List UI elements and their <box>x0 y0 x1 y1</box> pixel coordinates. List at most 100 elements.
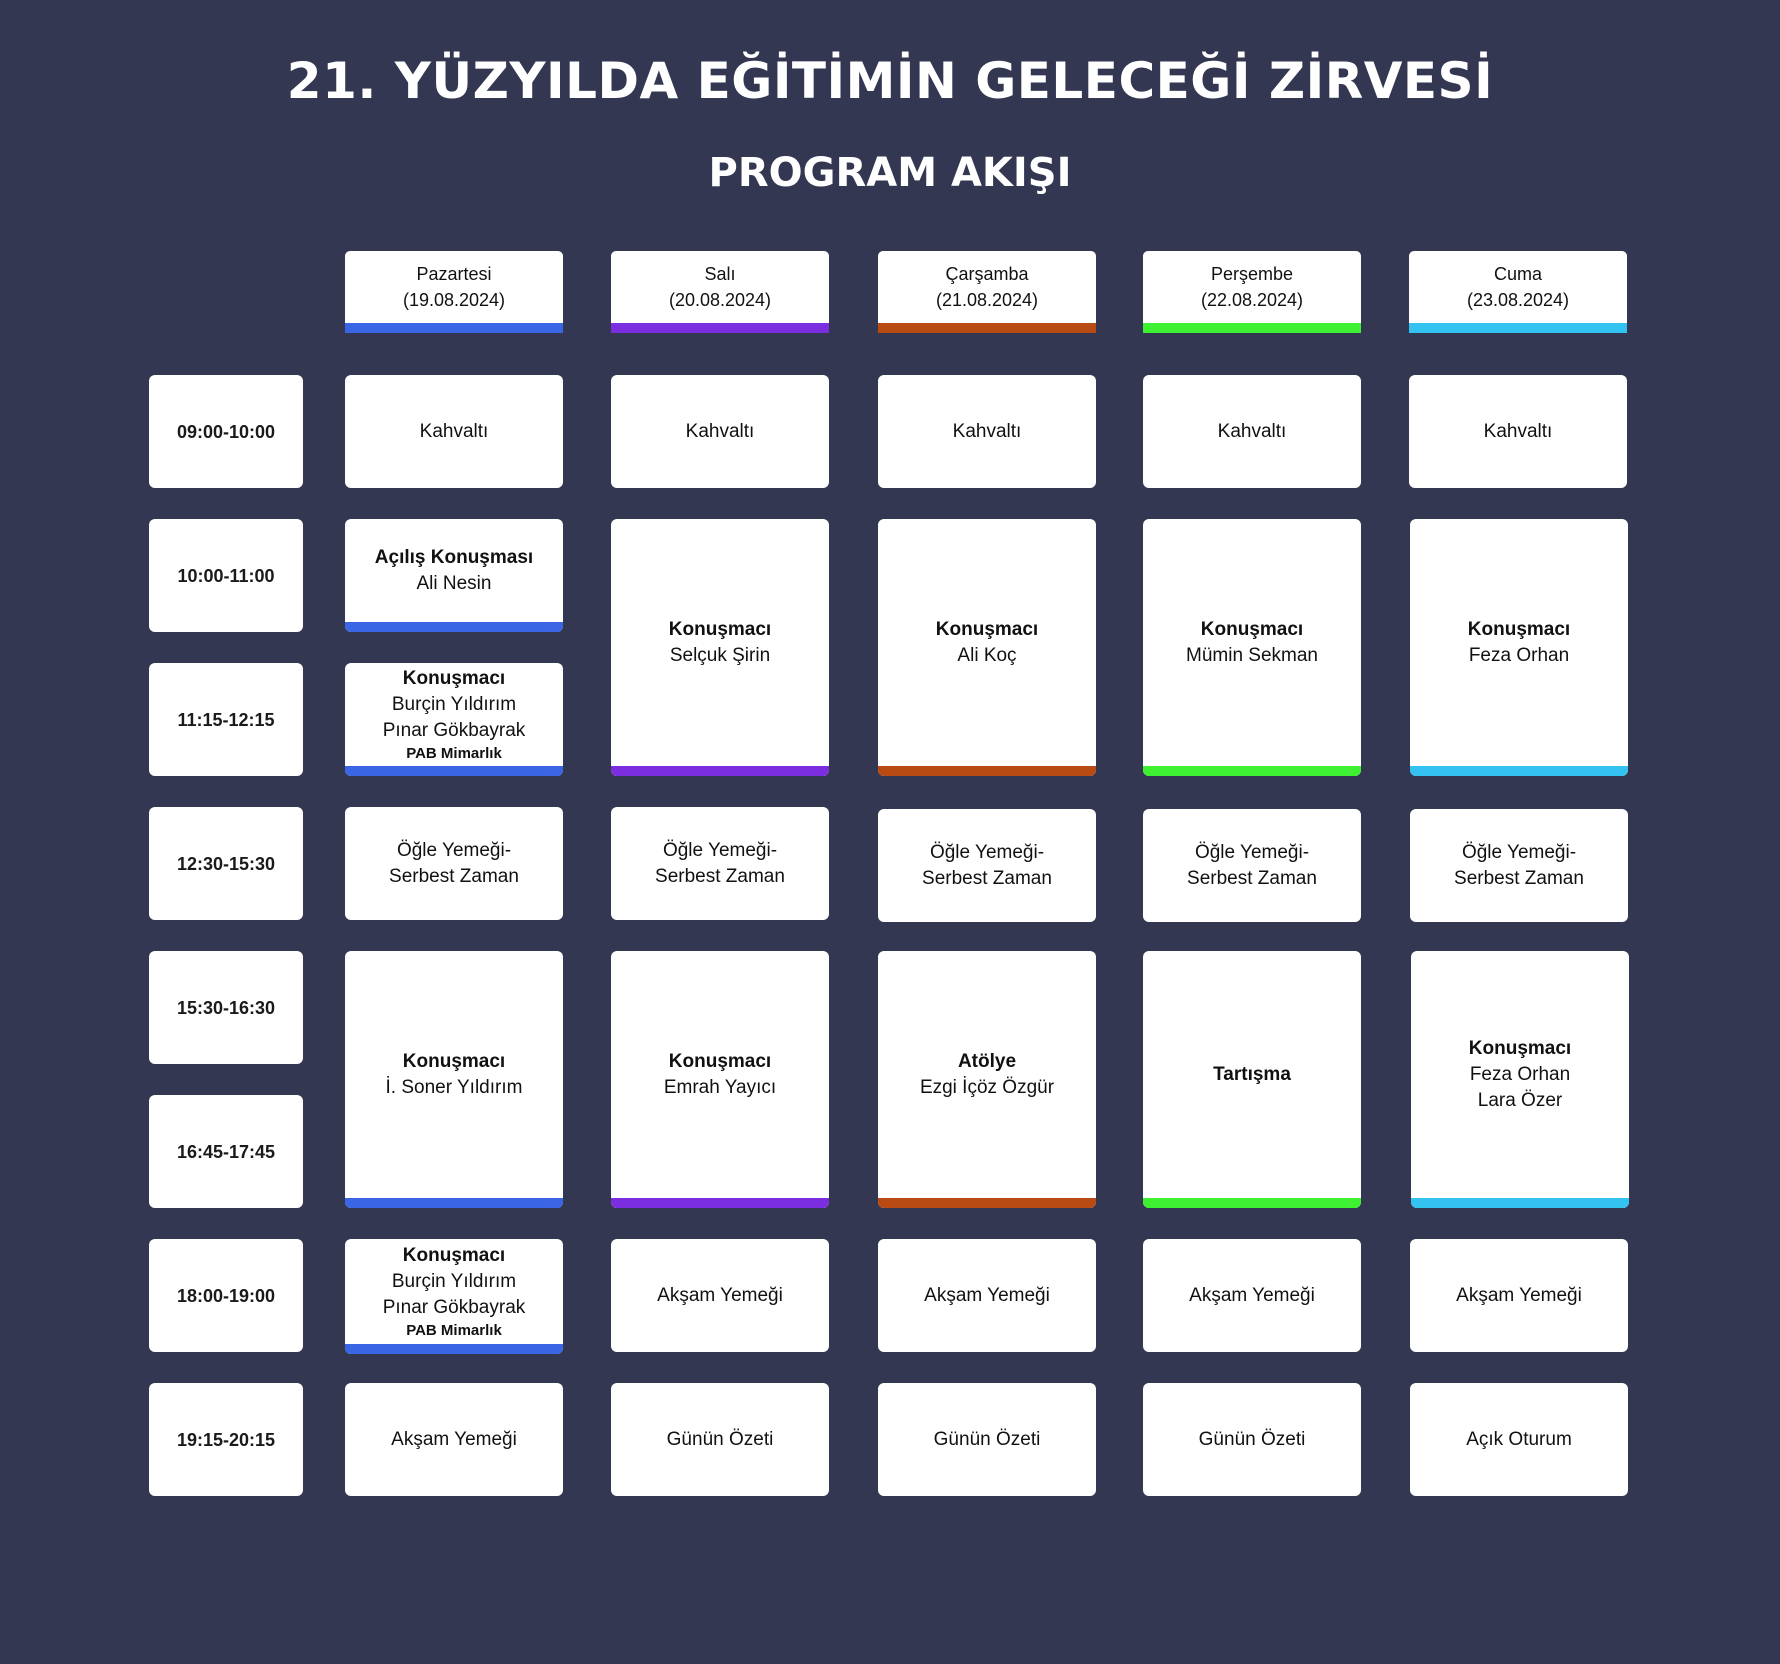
accent-bar <box>1411 1198 1629 1208</box>
event-title: Serbest Zaman <box>922 867 1052 889</box>
event-title: Konuşmacı <box>1200 618 1304 640</box>
time-slot: 09:00-10:00 <box>149 375 303 488</box>
day-date: (19.08.2024) <box>402 290 506 310</box>
event-card: Akşam Yemeği <box>611 1239 829 1352</box>
accent-bar <box>345 1198 563 1208</box>
event-speaker: Pınar Gökbayrak <box>382 1296 526 1318</box>
event-card: Günün Özeti <box>611 1383 829 1496</box>
accent-bar <box>345 323 563 333</box>
event-card: Konuşmacı Mümin Sekman <box>1143 519 1361 776</box>
accent-bar <box>1143 766 1361 776</box>
time-slot: 19:15-20:15 <box>149 1383 303 1496</box>
event-speaker: Lara Özer <box>1477 1089 1563 1111</box>
event-speaker: Ali Nesin <box>416 572 492 594</box>
event-title: Günün Özeti <box>666 1428 774 1450</box>
event-card: Konuşmacı Selçuk Şirin <box>611 519 829 776</box>
day-date: (22.08.2024) <box>1200 290 1304 310</box>
day-header-wednesday: Çarşamba (21.08.2024) <box>878 251 1096 333</box>
event-card: Kahvaltı <box>611 375 829 488</box>
event-card: Konuşmacı Emrah Yayıcı <box>611 951 829 1208</box>
event-title: Konuşmacı <box>402 1244 506 1266</box>
event-title: Serbest Zaman <box>655 865 785 887</box>
event-card: Öğle Yemeği- Serbest Zaman <box>611 807 829 920</box>
event-card: Akşam Yemeği <box>345 1383 563 1496</box>
event-card: Günün Özeti <box>1143 1383 1361 1496</box>
event-card: Akşam Yemeği <box>1410 1239 1628 1352</box>
event-title: Öğle Yemeği- <box>662 839 778 861</box>
page-title: 21. YÜZYILDA EĞİTİMİN GELECEĞİ ZİRVESİ <box>286 52 1494 110</box>
event-speaker: Ali Koç <box>957 644 1017 666</box>
accent-bar <box>1409 323 1627 333</box>
event-speaker: İ. Soner Yıldırım <box>385 1076 523 1098</box>
day-name: Pazartesi <box>416 264 492 284</box>
time-slot: 18:00-19:00 <box>149 1239 303 1352</box>
event-speaker: Feza Orhan <box>1468 644 1570 666</box>
day-header-friday: Cuma (23.08.2024) <box>1409 251 1627 333</box>
event-speaker: Selçuk Şirin <box>669 644 771 666</box>
accent-bar <box>878 1198 1096 1208</box>
event-title: Konuşmacı <box>1467 618 1571 640</box>
event-title: Akşam Yemeği <box>657 1284 783 1306</box>
event-title: Açılış Konuşması <box>374 546 534 568</box>
event-title: Konuşmacı <box>668 1050 772 1072</box>
event-title: Öğle Yemeği- <box>1461 841 1577 863</box>
accent-bar <box>1143 1198 1361 1208</box>
day-header-monday: Pazartesi (19.08.2024) <box>345 251 563 333</box>
event-card: Konuşmacı Ali Koç <box>878 519 1096 776</box>
event-organization: PAB Mimarlık <box>406 744 502 762</box>
event-title: Akşam Yemeği <box>1456 1284 1582 1306</box>
accent-bar <box>611 1198 829 1208</box>
event-title: Kahvaltı <box>1217 420 1287 442</box>
accent-bar <box>878 323 1096 333</box>
event-title: Konuşmacı <box>402 667 506 689</box>
event-title: Atölye <box>957 1050 1017 1072</box>
accent-bar <box>345 766 563 776</box>
accent-bar <box>345 1344 563 1354</box>
event-title: Akşam Yemeği <box>924 1284 1050 1306</box>
event-title: Konuşmacı <box>935 618 1039 640</box>
page-subtitle: PROGRAM AKIŞI <box>708 150 1072 196</box>
time-slot: 15:30-16:30 <box>149 951 303 1064</box>
event-title: Akşam Yemeği <box>391 1428 517 1450</box>
event-title: Akşam Yemeği <box>1189 1284 1315 1306</box>
event-speaker: Emrah Yayıcı <box>663 1076 777 1098</box>
accent-bar <box>345 622 563 632</box>
event-card: Konuşmacı Burçin Yıldırım Pınar Gökbayra… <box>345 1239 563 1354</box>
event-card: Öğle Yemeği- Serbest Zaman <box>1410 809 1628 922</box>
accent-bar <box>611 766 829 776</box>
event-speaker: Burçin Yıldırım <box>391 693 517 715</box>
event-speaker: Pınar Gökbayrak <box>382 719 526 741</box>
time-slot: 11:15-12:15 <box>149 663 303 776</box>
time-slot: 16:45-17:45 <box>149 1095 303 1208</box>
event-card: Tartışma <box>1143 951 1361 1208</box>
accent-bar <box>878 766 1096 776</box>
event-title: Serbest Zaman <box>1454 867 1584 889</box>
event-card: Öğle Yemeği- Serbest Zaman <box>345 807 563 920</box>
event-speaker: Mümin Sekman <box>1186 644 1318 666</box>
event-title: Öğle Yemeği- <box>1194 841 1310 863</box>
event-title: Günün Özeti <box>933 1428 1041 1450</box>
event-title: Konuşmacı <box>668 618 772 640</box>
event-title: Serbest Zaman <box>389 865 519 887</box>
event-card: Kahvaltı <box>345 375 563 488</box>
day-name: Salı <box>704 264 736 284</box>
event-title: Konuşmacı <box>402 1050 506 1072</box>
event-title: Konuşmacı <box>1468 1037 1572 1059</box>
day-name: Çarşamba <box>945 264 1029 284</box>
event-title: Öğle Yemeği- <box>396 839 512 861</box>
event-card: Akşam Yemeği <box>1143 1239 1361 1352</box>
event-title: Kahvaltı <box>952 420 1022 442</box>
event-title: Öğle Yemeği- <box>929 841 1045 863</box>
event-card: Kahvaltı <box>1409 375 1627 488</box>
time-slot: 10:00-11:00 <box>149 519 303 632</box>
event-title: Açık Oturum <box>1466 1428 1572 1450</box>
accent-bar <box>1143 323 1361 333</box>
accent-bar <box>611 323 829 333</box>
event-card: Konuşmacı Burçin Yıldırım Pınar Gökbayra… <box>345 663 563 776</box>
event-title: Tartışma <box>1213 1063 1291 1085</box>
event-card: Açılış Konuşması Ali Nesin <box>345 519 563 632</box>
day-date: (21.08.2024) <box>935 290 1039 310</box>
event-card: Kahvaltı <box>878 375 1096 488</box>
day-date: (23.08.2024) <box>1466 290 1570 310</box>
event-card: Konuşmacı İ. Soner Yıldırım <box>345 951 563 1208</box>
